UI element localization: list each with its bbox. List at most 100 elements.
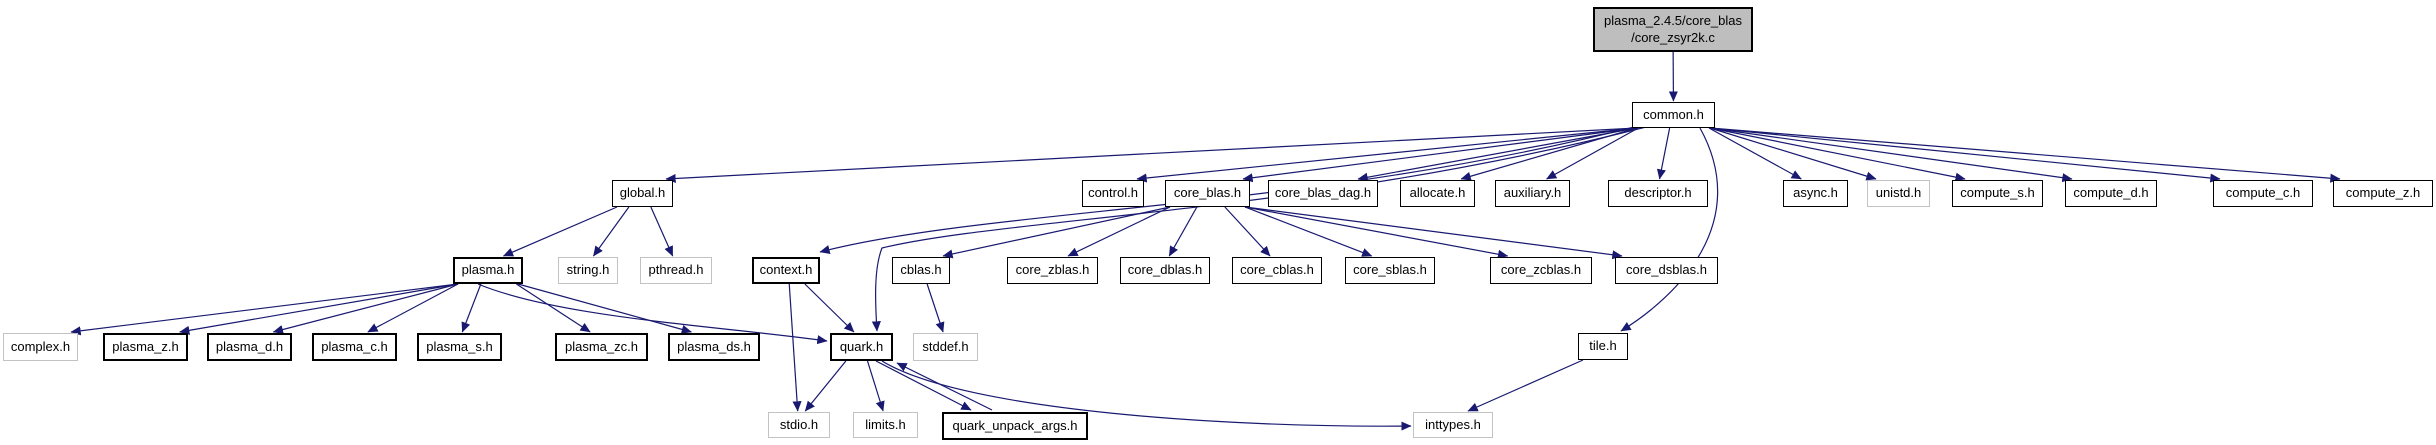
node-label: core_zblas.h [1015, 262, 1090, 278]
edge-common_h-to-control_h [1136, 127, 1638, 183]
node-control_h[interactable]: control.h [1082, 180, 1144, 207]
node-label: inttypes.h [1425, 416, 1481, 432]
node-plasma_d_h[interactable]: plasma_d.h [207, 333, 292, 361]
node-core_blas_h[interactable]: core_blas.h [1165, 180, 1250, 207]
node-label: compute_z.h [2345, 185, 2421, 201]
node-compute_s_h[interactable]: compute_s.h [1952, 180, 2043, 207]
node-stdio_h: stdio.h [768, 412, 830, 438]
node-compute_d_h[interactable]: compute_d.h [2065, 180, 2157, 207]
node-plasma_h[interactable]: plasma.h [453, 257, 523, 284]
node-cblas_h[interactable]: cblas.h [892, 257, 950, 284]
edge-plasma_h-to-plasma_zc_h [516, 283, 591, 333]
node-label: core_dblas.h [1127, 262, 1203, 278]
node-label: allocate.h [1409, 185, 1466, 201]
edge-common_h-to-descriptor_h [1656, 127, 1671, 180]
node-plasma_ds_h[interactable]: plasma_ds.h [668, 333, 760, 361]
node-global_h[interactable]: global.h [612, 180, 673, 207]
edge-plasma_h-to-plasma_d_h [272, 283, 459, 334]
node-label: plasma.h [461, 262, 515, 278]
node-label: core_blas_dag.h [1274, 185, 1372, 201]
node-label: core_cblas.h [1240, 262, 1314, 278]
edge-core_blas_h-to-core_zblas_h [1067, 206, 1171, 257]
edge-common_h-to-tile_h [1620, 127, 1719, 332]
node-allocate_h[interactable]: allocate.h [1400, 180, 1475, 207]
node-async_h[interactable]: async.h [1783, 180, 1848, 207]
edge-global_h-to-pthread_h [650, 206, 674, 257]
edge-plasma_h-to-complex_h [70, 283, 459, 336]
node-label: limits.h [865, 416, 906, 432]
node-quark_unpack_args_h[interactable]: quark_unpack_args.h [942, 412, 1088, 440]
edge-core_blas_h-to-core_dblas_h [1168, 206, 1198, 257]
node-label: global.h [619, 185, 666, 201]
node-core_cblas_h[interactable]: core_cblas.h [1232, 257, 1322, 284]
node-common_h[interactable]: common.h [1632, 102, 1715, 128]
node-label: core_zcblas.h [1500, 262, 1582, 278]
edge-tile_h-to-inttypes_h [1467, 359, 1584, 412]
node-label: tile.h [1589, 338, 1617, 354]
edge-global_h-to-string_h [592, 206, 630, 257]
edge-common_h-to-core_blas_dag_h [1357, 127, 1638, 182]
edge-common_h-to-global_h [665, 127, 1638, 184]
node-label: core_blas.h [1173, 185, 1242, 201]
edge-context_h-to-stdio_h [788, 283, 802, 412]
node-core_zcblas_h[interactable]: core_zcblas.h [1490, 257, 1592, 284]
edge-common_h-to-unistd_h [1709, 127, 1877, 181]
node-auxiliary_h[interactable]: auxiliary.h [1495, 180, 1570, 207]
edge-common_h-to-core_blas_h [1242, 127, 1638, 183]
node-label: complex.h [10, 338, 71, 354]
node-label: auxiliary.h [1503, 185, 1562, 201]
node-tile_h[interactable]: tile.h [1578, 333, 1628, 360]
node-unistd_h: unistd.h [1867, 180, 1930, 207]
edge-common_h-to-quark_h [871, 126, 1647, 332]
node-core_blas_dag_h[interactable]: core_blas_dag.h [1268, 180, 1378, 207]
edge-context_h-to-quark_h [804, 283, 855, 333]
node-context_h[interactable]: context.h [752, 257, 820, 284]
node-label: core_sblas.h [1353, 262, 1427, 278]
edge-plasma_h-to-quark_h [477, 283, 828, 345]
node-plasma_s_h[interactable]: plasma_s.h [417, 333, 502, 361]
node-label: compute_c.h [2225, 185, 2301, 201]
node-label: compute_s.h [1960, 185, 2035, 201]
edge-plasma_h-to-plasma_s_h [461, 283, 482, 333]
node-string_h: string.h [558, 257, 618, 284]
node-descriptor_h[interactable]: descriptor.h [1608, 180, 1708, 207]
node-label: unistd.h [1875, 185, 1922, 201]
node-core_dsblas_h[interactable]: core_dsblas.h [1615, 257, 1718, 284]
node-label: pthread.h [648, 262, 704, 278]
node-label: plasma_ds.h [677, 338, 751, 354]
node-core_dblas_h[interactable]: core_dblas.h [1120, 257, 1210, 284]
node-label: string.h [566, 262, 610, 278]
node-label: quark.h [839, 338, 884, 354]
node-plasma_z_h[interactable]: plasma_z.h [103, 333, 188, 361]
edge-plasma_h-to-plasma_c_h [367, 283, 459, 333]
edge-common_h-to-compute_s_h [1709, 127, 1966, 182]
node-label: plasma_s.h [426, 338, 493, 354]
node-label: async.h [1793, 185, 1838, 201]
node-compute_z_h[interactable]: compute_z.h [2333, 180, 2433, 207]
node-limits_h: limits.h [853, 412, 918, 438]
node-plasma_c_h[interactable]: plasma_c.h [312, 333, 397, 361]
edge-core_blas_h-to-core_cblas_h [1224, 206, 1271, 257]
node-label: cblas.h [900, 262, 942, 278]
edge-cblas_h-to-stddef_h [926, 283, 945, 333]
node-label: quark_unpack_args.h [952, 417, 1078, 433]
node-label: plasma_c.h [321, 338, 388, 354]
node-compute_c_h[interactable]: compute_c.h [2213, 180, 2313, 207]
node-quark_h[interactable]: quark.h [830, 333, 893, 361]
node-core_zblas_h[interactable]: core_zblas.h [1007, 257, 1098, 284]
edge-common_h-to-compute_c_h [1709, 127, 2221, 183]
edge-common_h-to-compute_z_h [1709, 127, 2341, 183]
edge-core_blas_h-to-core_sblas_h [1244, 206, 1373, 257]
edge-core_blas_h-to-cblas_h [942, 206, 1171, 259]
edge-quark_h-to-stdio_h [804, 360, 847, 412]
edge-core_blas_h-to-core_dsblas_h [1244, 206, 1623, 260]
edge-quark_h-to-quark_unpack_args_h [875, 360, 972, 411]
node-label: plasma_z.h [112, 338, 179, 354]
edge-common_h-to-async_h [1708, 127, 1802, 180]
node-plasma_zc_h[interactable]: plasma_zc.h [555, 333, 648, 361]
node-core_sblas_h[interactable]: core_sblas.h [1345, 257, 1435, 284]
edge-plasma_h-to-plasma_z_h [179, 283, 459, 335]
edge-quark_h-to-inttypes_h [881, 360, 1412, 431]
